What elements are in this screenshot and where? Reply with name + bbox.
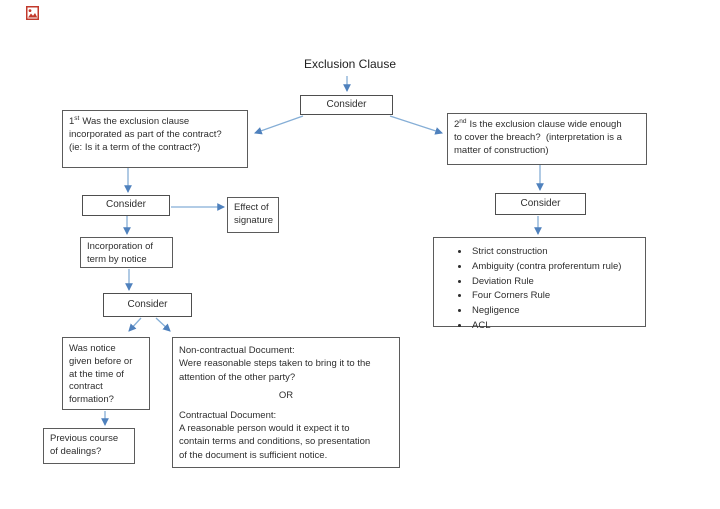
q2-ordinal: 2nd <box>454 117 467 130</box>
connector-consider-to-document <box>155 317 171 332</box>
was-notice-line-5: formation? <box>69 394 114 406</box>
node-was-notice-given: Was notice given before or at the time o… <box>62 337 150 410</box>
q2-line-2: to cover the breach? (interpretation is … <box>454 131 622 143</box>
doc-contractual-line-1: A reasonable person would it expect it t… <box>179 423 350 435</box>
page-title: Exclusion Clause <box>303 57 397 71</box>
q1-line-2: incorporated as part of the contract? <box>69 128 222 140</box>
was-notice-line-2: given before or <box>69 355 133 367</box>
node-previous-dealings: Previous course of dealings? <box>43 428 135 464</box>
node-consider-top-label: Consider <box>326 98 367 110</box>
node-consider-top: Consider <box>300 95 393 115</box>
connector-consider-to-was-notice <box>128 317 142 332</box>
rule-negligence: Negligence <box>470 304 639 319</box>
node-consider-mid: Consider <box>103 293 192 317</box>
doc-contractual-line-2: contain terms and conditions, so present… <box>179 436 371 448</box>
rule-ambiguity: Ambiguity (contra proferentum rule) <box>470 260 639 275</box>
q1-ordinal: 1st <box>69 114 80 127</box>
broken-image-icon <box>26 6 39 20</box>
node-incorporation-by-notice: Incorporation of term by notice <box>80 237 173 268</box>
was-notice-line-4: contract <box>69 381 103 393</box>
rule-deviation: Deviation Rule <box>470 275 639 290</box>
node-consider-left-label: Consider <box>105 199 147 211</box>
doc-or-label: OR <box>278 390 294 402</box>
was-notice-line-1: Was notice <box>69 343 116 354</box>
node-consider-right: Consider <box>495 193 586 215</box>
node-effect-of-signature: Effect of signature <box>227 197 279 233</box>
doc-noncontractual-line-2: attention of the other party? <box>179 371 296 383</box>
previous-line-1: Previous course <box>50 433 119 444</box>
doc-contractual-title: Contractual Document: <box>179 409 277 421</box>
rule-strict-construction: Strict construction <box>470 245 639 260</box>
was-notice-line-3: at the time of <box>69 368 124 380</box>
doc-noncontractual-line-1: Were reasonable steps taken to bring it … <box>179 358 371 370</box>
doc-noncontractual-title: Non-contractual Document: <box>179 345 295 356</box>
rule-four-corners: Four Corners Rule <box>470 289 639 304</box>
node-document-types: Non-contractual Document: Were reasonabl… <box>172 337 400 468</box>
q1-line-3: (ie: Is it a term of the contract?) <box>69 141 201 153</box>
incorporation-line-1: Incorporation of <box>87 241 154 252</box>
node-consider-mid-label: Consider <box>127 298 168 310</box>
connector-consider-to-q2 <box>389 115 443 135</box>
previous-line-2: of dealings? <box>50 445 102 457</box>
q2-line-3: matter of construction) <box>454 144 549 156</box>
effect-line-2: signature <box>234 214 274 226</box>
node-consider-right-label: Consider <box>520 197 561 209</box>
connector-consider-to-q1 <box>254 115 304 135</box>
incorporation-line-2: term by notice <box>87 253 147 265</box>
effect-line-1: Effect of <box>234 202 269 213</box>
node-consider-left: Consider <box>82 195 170 216</box>
rule-acl: ACL <box>470 319 639 334</box>
construction-rules-list: Strict construction Ambiguity (contra pr… <box>440 245 639 334</box>
doc-contractual-line-3: of the document is sufficient notice. <box>179 449 328 461</box>
node-construction-rules: Strict construction Ambiguity (contra pr… <box>433 237 646 331</box>
